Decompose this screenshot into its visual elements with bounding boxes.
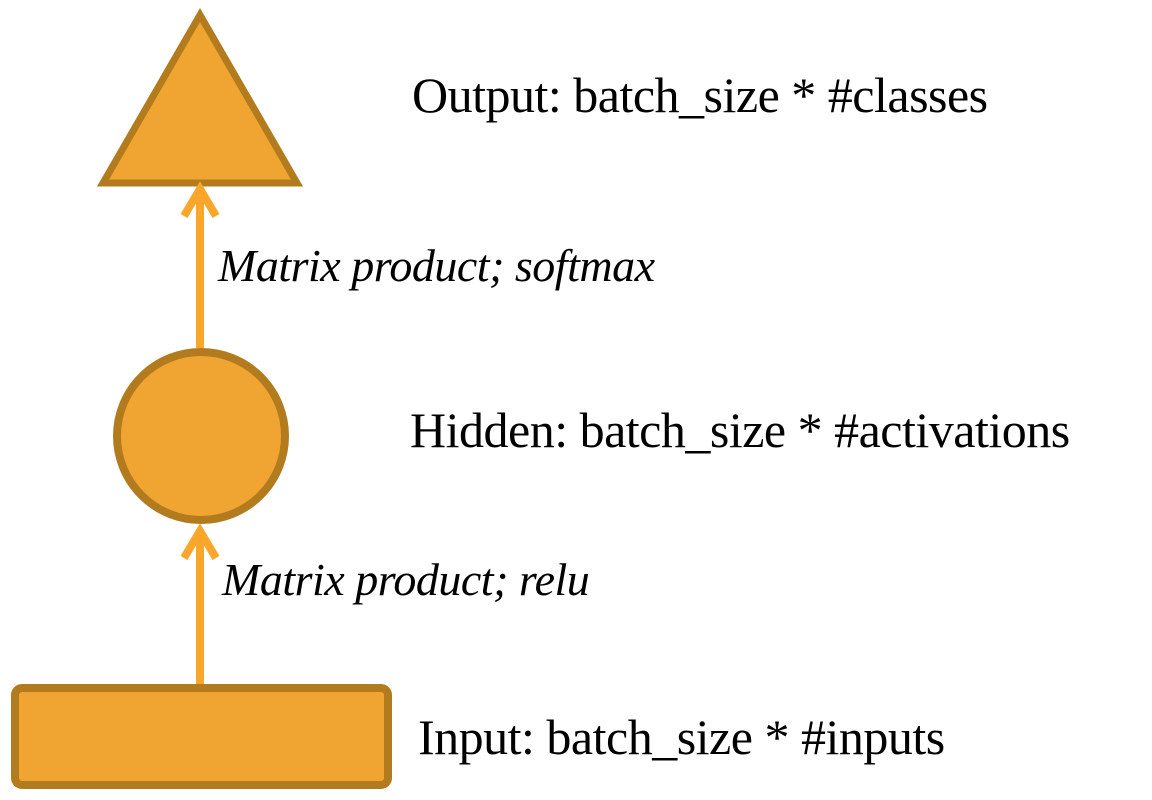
input-node-label: Input: batch_size * #inputs bbox=[418, 709, 945, 765]
arrow-head-icon bbox=[180, 181, 220, 219]
hidden-node-label: Hidden: batch_size * #activations bbox=[410, 402, 1070, 458]
output-node-label: Output: batch_size * #classes bbox=[412, 67, 988, 123]
edge-relu-label: Matrix product; relu bbox=[222, 554, 590, 605]
hidden-node-circle bbox=[113, 348, 289, 524]
input-node-rect bbox=[11, 684, 392, 789]
edge-input-to-hidden-arrow bbox=[180, 523, 220, 688]
output-node-triangle bbox=[96, 8, 304, 187]
arrow-head-icon bbox=[180, 523, 220, 561]
edge-hidden-to-output-arrow bbox=[180, 181, 220, 348]
edge-softmax-label: Matrix product; softmax bbox=[218, 240, 655, 291]
